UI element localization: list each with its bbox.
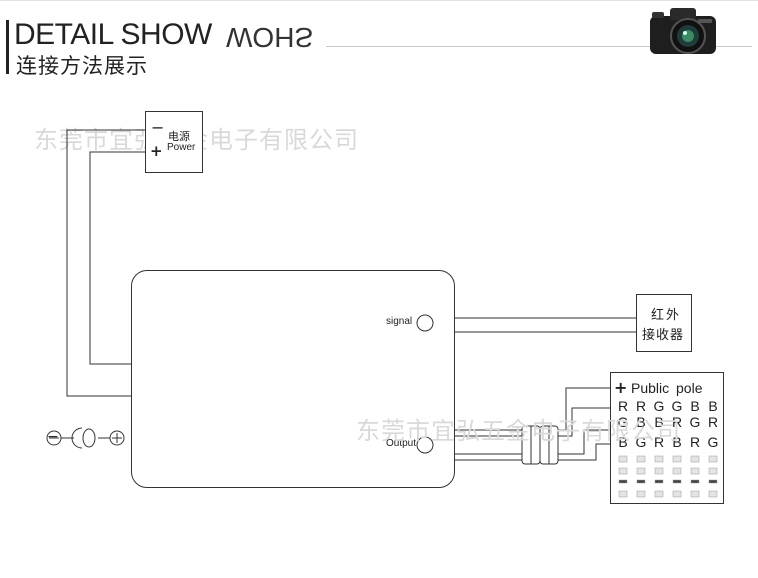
dc-plus-terminal	[109, 430, 125, 446]
title-divider	[326, 46, 752, 47]
led-cell	[672, 479, 682, 484]
led-channel-letter: R	[707, 414, 719, 430]
led-cell	[654, 467, 664, 475]
led-cell	[708, 479, 718, 484]
output-wire-r	[558, 407, 612, 437]
led-cell	[690, 490, 700, 498]
led-cell	[618, 479, 628, 484]
led-channel-letter: R	[635, 398, 647, 414]
led-cell	[636, 455, 646, 463]
camera-icon	[650, 8, 716, 54]
public-pole-plus: +	[614, 378, 628, 397]
led-channel-letter: B	[708, 398, 718, 414]
power-plus-sign: +	[150, 142, 163, 160]
led-cell	[708, 467, 718, 475]
led-channel-letter: G	[671, 398, 683, 414]
led-cell	[654, 455, 664, 463]
led-channel-letter: B	[654, 414, 664, 430]
led-cell	[708, 455, 718, 463]
led-channel-letter: R	[617, 398, 629, 414]
led-cell	[636, 479, 646, 484]
led-strip-box	[610, 372, 724, 504]
led-channel-letter: B	[672, 434, 682, 450]
power-negative-wire	[66, 129, 145, 397]
led-cell	[618, 455, 628, 463]
page-title-cn: 连接方法展示	[16, 54, 148, 78]
led-channel-letter: B	[636, 414, 646, 430]
power-supply-box	[145, 111, 203, 173]
led-cell	[672, 467, 682, 475]
output-wire-b	[558, 443, 612, 461]
led-cell	[618, 467, 628, 475]
power-label-cn: 电源	[168, 130, 190, 143]
dc-jack-outer	[71, 427, 83, 449]
led-cell	[690, 479, 700, 484]
dc-minus-sign: −	[47, 429, 59, 445]
controller-box	[131, 270, 455, 488]
power-minus-sign: −	[151, 118, 165, 137]
ir-receiver-label-1: 红外	[651, 308, 682, 323]
led-cell	[672, 455, 682, 463]
dc-jack-inner	[82, 428, 96, 448]
page-title-en: DETAIL SHOW	[14, 18, 212, 51]
led-channel-letter: G	[617, 414, 629, 430]
top-rule	[0, 0, 758, 1]
output-wire-g	[558, 429, 612, 455]
led-channel-letter: G	[689, 414, 701, 430]
led-channel-letter: G	[635, 434, 647, 450]
led-cell	[654, 479, 664, 484]
watermark-text: 东莞市宜弘五金电子有限公司	[356, 417, 681, 445]
output-wire-common	[558, 387, 612, 431]
led-channel-letter: R	[671, 414, 683, 430]
power-label-en: Power	[167, 142, 196, 153]
led-cell	[618, 490, 628, 498]
led-channel-letter: R	[653, 434, 665, 450]
led-cell	[690, 455, 700, 463]
power-positive-wire	[89, 151, 145, 365]
led-cell	[636, 490, 646, 498]
led-channel-letter: R	[689, 434, 701, 450]
signal-label: signal	[386, 316, 413, 327]
led-channel-letter: B	[618, 434, 628, 450]
led-cell	[654, 490, 664, 498]
led-cell	[636, 467, 646, 475]
ir-receiver-label-2: 接收器	[642, 328, 685, 343]
led-cell	[708, 490, 718, 498]
public-pole-label: Public pole	[631, 380, 703, 396]
ir-receiver-box	[636, 294, 692, 352]
led-cell	[690, 467, 700, 475]
title-accent-bar	[6, 20, 9, 74]
led-channel-letter: G	[653, 398, 665, 414]
output-label: Output	[386, 438, 417, 449]
led-cell	[672, 490, 682, 498]
led-channel-letter: B	[690, 398, 700, 414]
led-channel-letter: G	[707, 434, 719, 450]
